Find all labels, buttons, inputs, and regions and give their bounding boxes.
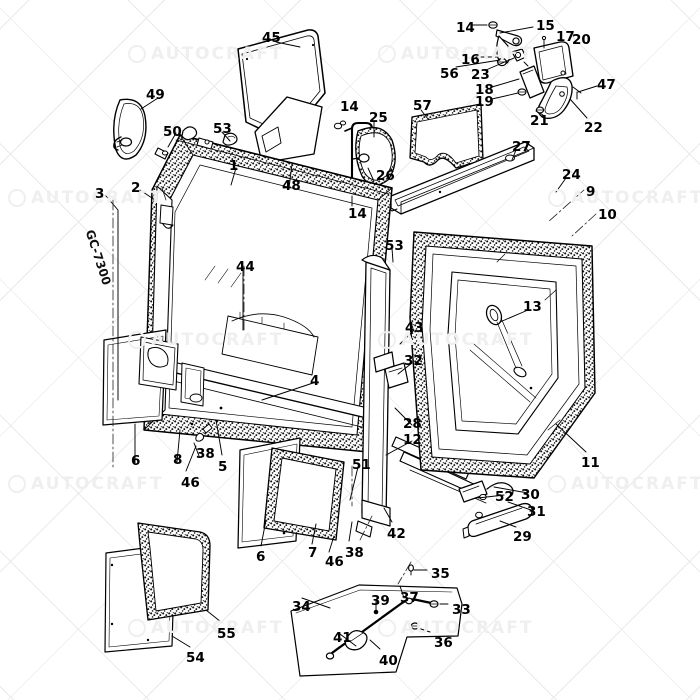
callout-number-22: 22: [584, 120, 603, 136]
callout-number-53: 53: [385, 238, 404, 254]
callout-number-17: 17: [556, 29, 575, 45]
callout-number-16: 16: [461, 52, 480, 68]
callout-number-15: 15: [536, 18, 555, 34]
callout-number-18: 18: [475, 82, 494, 98]
callout-number-38: 38: [345, 545, 364, 561]
callout-number-14: 14: [456, 20, 475, 36]
callout-number-12: 12: [403, 432, 422, 448]
callout-number-35: 35: [431, 566, 450, 582]
callout-number-50: 50: [163, 124, 182, 140]
callout-number-41: 41: [333, 630, 352, 646]
callout-number-6: 6: [256, 549, 266, 565]
callout-number-30: 30: [521, 487, 540, 503]
callout-number-57: 57: [413, 98, 432, 114]
callout-number-10: 10: [598, 207, 617, 223]
callout-number-46: 46: [181, 475, 200, 491]
callout-number-7: 7: [308, 545, 318, 561]
callout-number-54: 54: [186, 650, 205, 666]
callout-number-36: 36: [434, 635, 453, 651]
callout-number-14: 14: [348, 206, 367, 222]
callout-number-27: 27: [512, 139, 531, 155]
callout-number-21: 21: [530, 113, 549, 129]
callout-number-45: 45: [262, 30, 281, 46]
callout-number-11: 11: [581, 455, 600, 471]
callout-number-5: 5: [218, 459, 228, 475]
callout-number-8: 8: [173, 452, 183, 468]
callout-number-53: 53: [213, 121, 232, 137]
callout-number-28: 28: [403, 416, 422, 432]
callout-number-49: 49: [146, 87, 165, 103]
callout-number-23: 23: [471, 67, 490, 83]
callout-number-51: 51: [352, 457, 371, 473]
callout-number-20: 20: [572, 32, 591, 48]
callout-number-6: 6: [131, 453, 141, 469]
callout-number-44: 44: [236, 259, 255, 275]
callout-number-55: 55: [217, 626, 236, 642]
callout-number-31: 31: [527, 504, 546, 520]
callout-number-13: 13: [523, 299, 542, 315]
callout-number-9: 9: [586, 184, 596, 200]
callout-number-47: 47: [597, 77, 616, 93]
callout-number-38: 38: [196, 446, 215, 462]
callout-number-42: 42: [387, 526, 406, 542]
callout-number-40: 40: [379, 653, 398, 669]
callout-number-43: 43: [405, 320, 424, 336]
callout-number-33: 33: [452, 602, 471, 618]
callout-number-14: 14: [340, 99, 359, 115]
callout-number-19: 19: [475, 94, 494, 110]
callout-number-56: 56: [440, 66, 459, 82]
callout-number-1: 1: [229, 158, 239, 174]
callout-number-26: 26: [376, 168, 395, 184]
callout-number-24: 24: [562, 167, 581, 183]
callout-number-48: 48: [282, 178, 301, 194]
callout-number-4: 4: [310, 373, 320, 389]
callout-number-37: 37: [400, 590, 419, 606]
callout-number-46: 46: [325, 554, 344, 570]
callout-number-32: 32: [404, 353, 423, 369]
callout-number-25: 25: [369, 110, 388, 126]
callout-number-34: 34: [292, 599, 311, 615]
callout-number-39: 39: [371, 593, 390, 609]
callout-number-3: 3: [95, 186, 105, 202]
callout-number-29: 29: [513, 529, 532, 545]
callout-number-2: 2: [131, 180, 141, 196]
callout-number-52: 52: [495, 489, 514, 505]
